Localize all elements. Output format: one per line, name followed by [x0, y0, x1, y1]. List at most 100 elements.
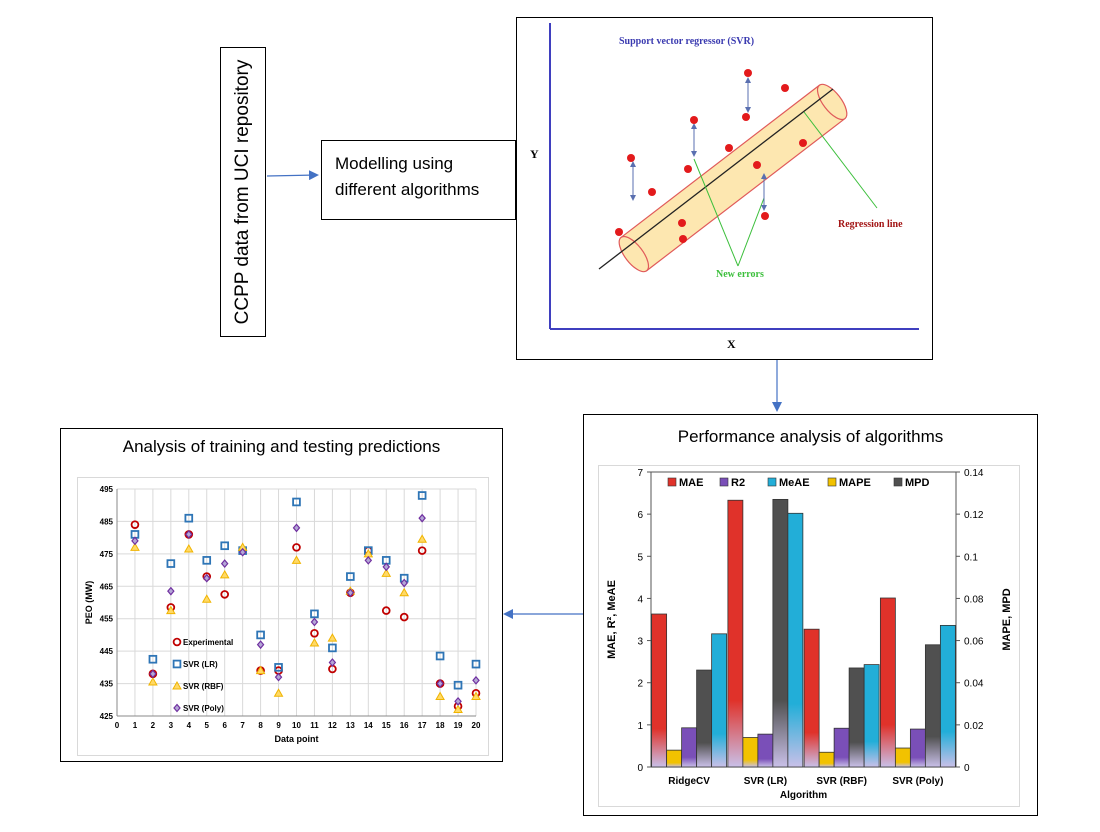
scatter-point [202, 556, 212, 565]
legend-marker [172, 680, 182, 690]
bar-r2 [681, 727, 698, 768]
scatter-point [328, 658, 337, 667]
bar-category-label: SVR (LR) [744, 776, 787, 787]
bar-legend-label: MPD [905, 477, 930, 489]
bar-y-tick: 5 [637, 552, 643, 563]
scatter-point [183, 543, 194, 553]
scatter-point [435, 691, 445, 701]
bar-y2-tick: 0.02 [964, 721, 984, 732]
scatter-point [256, 630, 265, 640]
scatter-point [167, 586, 175, 596]
bar-chart-frame [598, 465, 1020, 807]
bar-mae [803, 628, 820, 768]
scatter-x-tick: 15 [382, 721, 391, 730]
scatter-point [381, 606, 391, 615]
scatter-point [346, 588, 355, 598]
scatter-x-tick: 7 [240, 721, 245, 730]
scatter-point [418, 513, 426, 523]
scatter-y-tick: 445 [100, 647, 114, 656]
legend-marker [172, 637, 182, 647]
errors-label: New errors [716, 269, 764, 280]
scatter-point [149, 669, 157, 679]
bar-category-label: RidgeCV [668, 776, 710, 787]
regression-pointer [803, 111, 878, 209]
scatter-x-tick: 3 [169, 721, 174, 730]
scatter-y-tick: 435 [100, 680, 114, 689]
bar-legend-swatch [719, 477, 729, 487]
scatter-point [131, 536, 139, 546]
scatter-x-tick: 19 [454, 721, 463, 730]
scatter-point [435, 651, 445, 661]
modelling-line-2: different algorithms [335, 180, 480, 199]
scatter-point [472, 675, 480, 685]
bar-mape [894, 747, 911, 768]
modelling-box: Modelling using different algorithms [321, 140, 516, 220]
bar-r2 [757, 733, 774, 768]
scatter-point [399, 587, 410, 597]
bar-mpd [772, 498, 789, 768]
scatter-point [417, 491, 427, 500]
scatter-point [148, 676, 158, 686]
scatter-point [274, 672, 283, 682]
scatter-x-tick: 14 [364, 721, 373, 730]
scatter-point [202, 573, 211, 583]
legend-marker [172, 659, 182, 669]
legend-label: SVR (RBF) [183, 682, 224, 691]
bar-r2 [909, 728, 926, 768]
scatter-series [130, 534, 481, 714]
scatter-x-tick: 10 [292, 721, 301, 730]
source-label: CCPP data from UCI repository [232, 59, 253, 325]
bar-legend-label: MAE [679, 477, 703, 489]
scatter-point [292, 543, 301, 552]
scatter-point [310, 609, 319, 619]
y-axis-label: Y [530, 147, 539, 161]
bar-legend-label: MeAE [779, 477, 810, 489]
source-box: CCPP data from UCI repository [220, 47, 266, 337]
bar-mape [742, 737, 759, 768]
scatter-x-tick: 8 [258, 721, 263, 730]
scatter-point [382, 562, 391, 572]
scatter-point [220, 590, 230, 599]
bar-mpd [696, 669, 713, 768]
bar-mae [727, 499, 744, 768]
bar-meae [711, 633, 728, 768]
bar-plot-area [650, 471, 957, 768]
scatter-point [220, 541, 230, 551]
scatter-point [400, 578, 408, 588]
training-panel-title: Analysis of training and testing predict… [122, 437, 441, 456]
bar-y2-tick: 0.04 [964, 679, 984, 690]
scatter-point [346, 572, 355, 581]
scatter-series [131, 513, 480, 706]
bar-mape [818, 751, 835, 768]
scatter-x-tick: 13 [346, 721, 355, 730]
scatter-point [201, 594, 212, 603]
scatter-point [292, 497, 301, 507]
bar-legend-swatch [767, 477, 777, 487]
scatter-point [274, 663, 283, 672]
error-pointer-2 [737, 197, 765, 267]
scatter-chart-frame [77, 477, 489, 756]
bar-legend-label: R2 [731, 477, 745, 489]
scatter-x-tick: 5 [205, 721, 210, 730]
legend-label: Experimental [183, 638, 233, 647]
bar-r2 [833, 727, 850, 768]
scatter-y-tick: 425 [100, 712, 114, 721]
bar-y2-tick: 0.12 [964, 510, 984, 521]
bar-legend-swatch [893, 477, 903, 487]
bar-meae [939, 624, 956, 768]
bar-chart: 0123456700.020.040.060.080.10.120.14Ridg… [606, 468, 1013, 801]
scatter-point [454, 696, 462, 706]
legend-label: SVR (LR) [183, 660, 218, 669]
scatter-y-label: PEO (MW) [84, 581, 94, 625]
scatter-point [238, 547, 247, 557]
bar-category-label: SVR (RBF) [816, 776, 867, 787]
bar-y2-tick: 0.08 [964, 594, 984, 605]
scatter-x-tick: 17 [418, 721, 427, 730]
scatter-point [328, 643, 337, 653]
regression-label: Regression line [838, 219, 903, 230]
scatter-point [417, 546, 427, 555]
scatter-point [327, 633, 338, 642]
scatter-point [399, 612, 409, 622]
scatter-point [364, 555, 373, 565]
bar-legend-swatch [827, 477, 837, 487]
